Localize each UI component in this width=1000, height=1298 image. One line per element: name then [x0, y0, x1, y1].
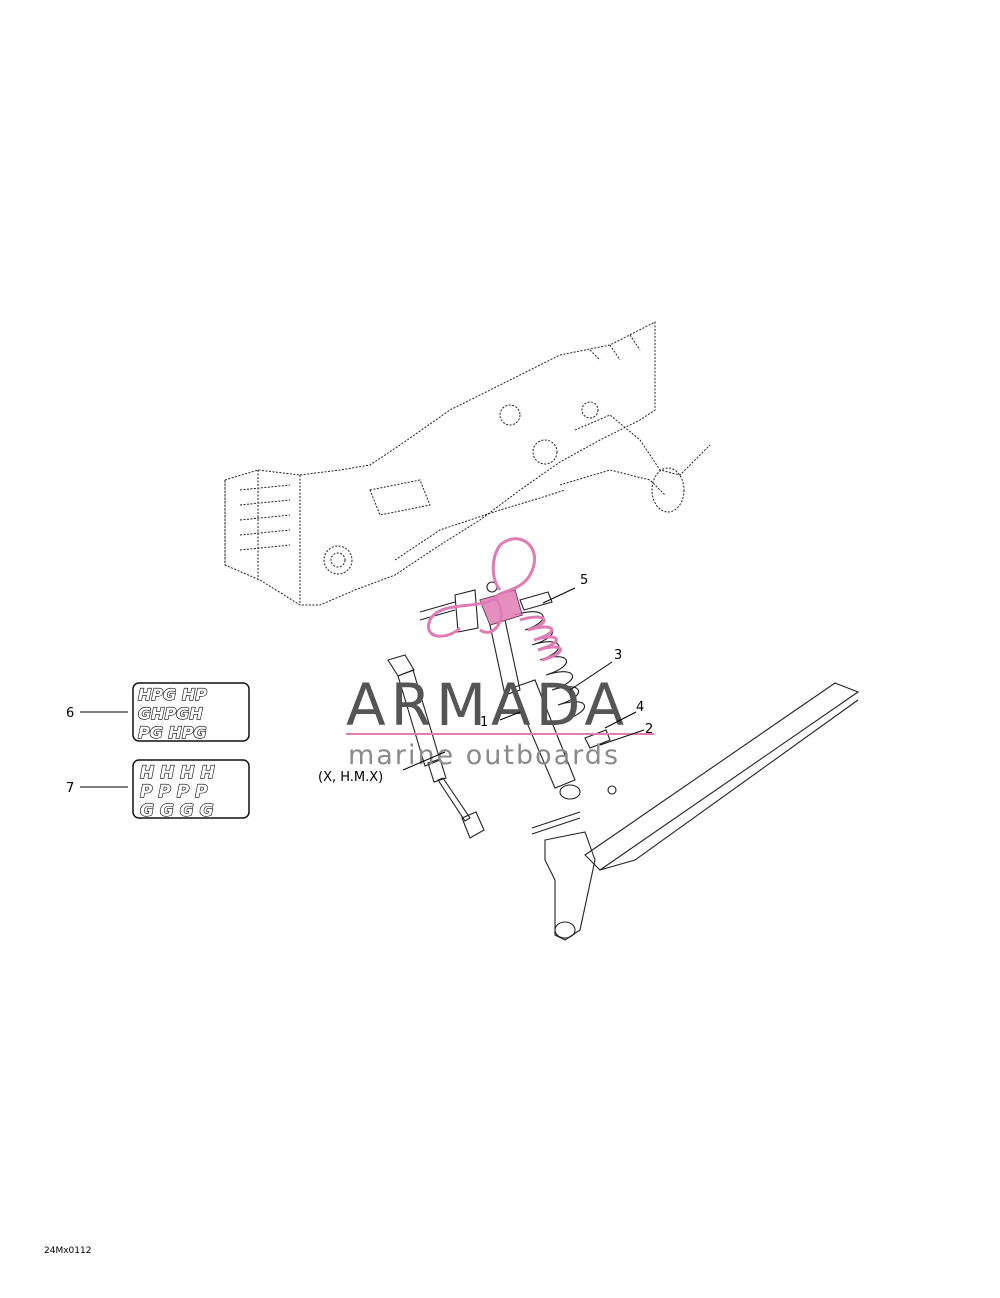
decal-6-row-1: HPG HP	[138, 685, 207, 704]
callout-4: 4	[636, 700, 644, 715]
callout-7: 7	[66, 781, 74, 796]
decal-7-row-3: G G G G	[140, 801, 214, 821]
watermark-tagline: marine outboards	[348, 740, 620, 771]
chassis-frame	[224, 321, 711, 606]
shock-absorber-alt	[387, 654, 485, 839]
callout-labels: 6 7 1 5 3 4 2 (X, H.M.X)	[66, 573, 653, 796]
drawing-code: 24Mx0112	[44, 1246, 91, 1256]
propeller-logo-icon	[427, 537, 537, 638]
decal-6-row-3: PG HPG	[138, 723, 207, 742]
decal-6-row-2: GHPGH	[138, 704, 203, 723]
armada-watermark: ARMADA marine outboards	[346, 537, 654, 771]
decal-7-row-2: P P P P	[140, 782, 208, 802]
watermark-brand: ARMADA	[346, 671, 629, 739]
callout-5: 5	[580, 573, 588, 588]
callout-note: (X, H.M.X)	[318, 770, 383, 785]
lower-arm	[544, 682, 860, 941]
leader-lines	[80, 587, 645, 788]
callout-6: 6	[66, 706, 74, 721]
callout-1: 1	[480, 715, 488, 730]
callout-3: 3	[614, 648, 622, 663]
decal-6: HPG HP GHPGH PG HPG	[132, 682, 250, 743]
callout-2: 2	[645, 722, 653, 737]
decal-7-row-1: H H H H	[140, 763, 215, 783]
decal-7: H H H H P P P P G G G G	[132, 759, 250, 822]
